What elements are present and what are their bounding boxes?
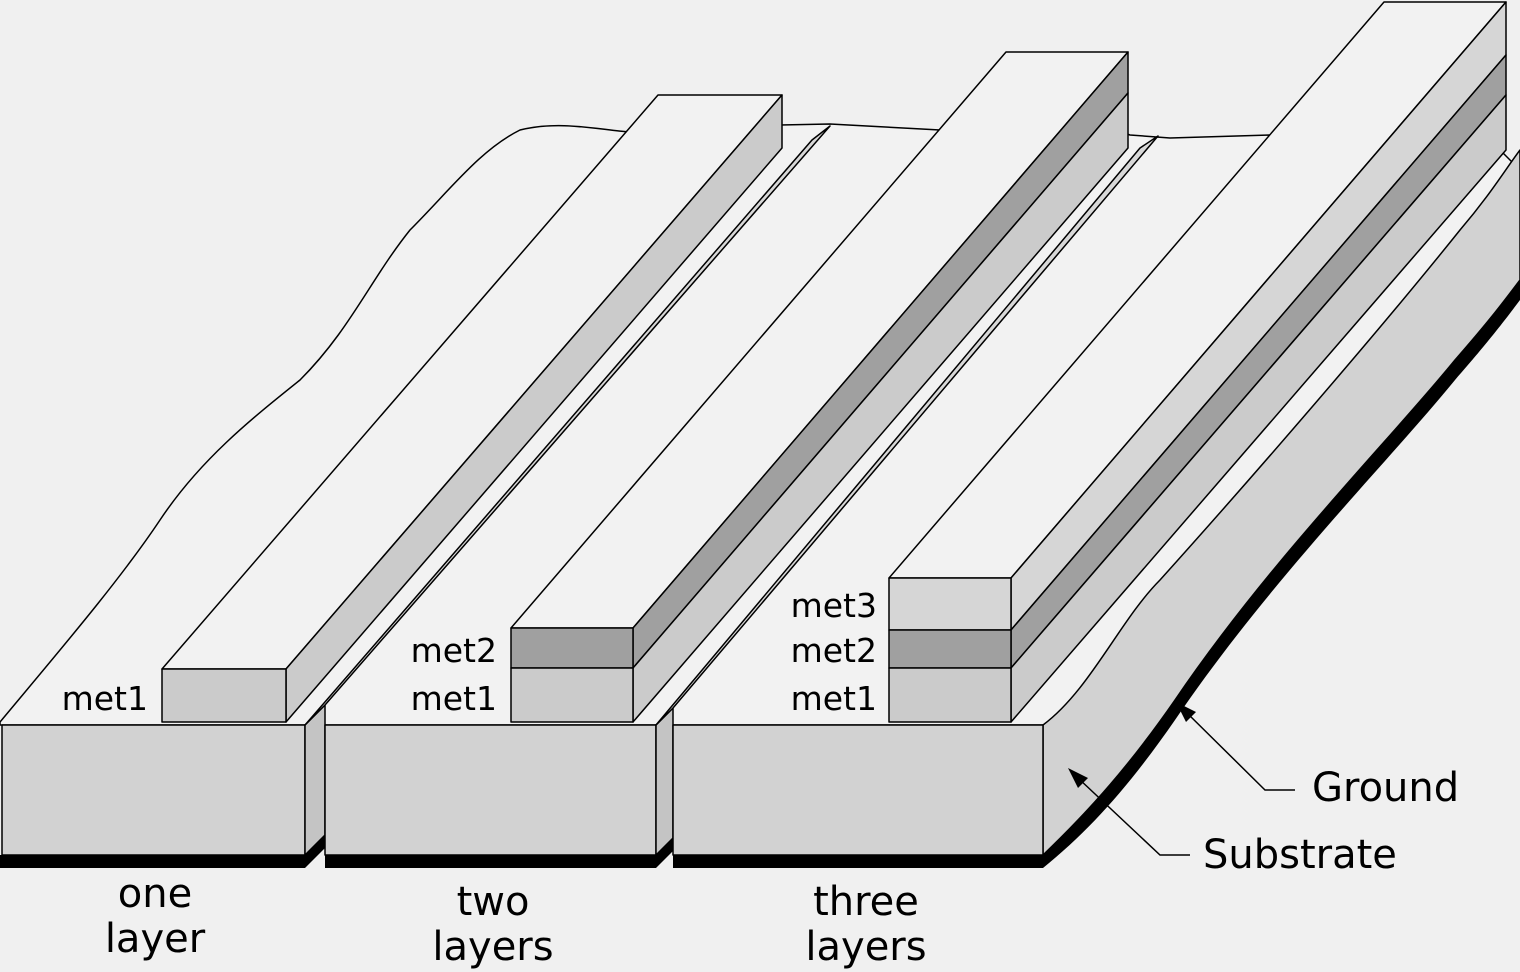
stack-two-layers xyxy=(510,51,1129,723)
ground-arrow-icon xyxy=(1176,702,1196,722)
met1-block-three xyxy=(888,667,1012,723)
label-met2-two: met2 xyxy=(411,631,497,670)
ground-callout xyxy=(1176,702,1295,791)
met2-block-two xyxy=(510,627,634,669)
label-met3-three: met3 xyxy=(791,586,877,625)
caption-two-line1: two xyxy=(457,879,530,925)
met2-block-three xyxy=(888,629,1012,669)
caption-one-line2: layer xyxy=(105,916,206,962)
caption-three-line1: three xyxy=(813,879,919,925)
met1-block-two xyxy=(510,667,634,723)
substrate xyxy=(0,89,1520,856)
label-met2-three: met2 xyxy=(791,631,877,670)
ground-layer xyxy=(0,280,1520,868)
substrate-callout xyxy=(1068,768,1190,856)
label-met1-one: met1 xyxy=(62,679,148,718)
label-met1-two: met1 xyxy=(411,679,497,718)
caption-three-line2: layers xyxy=(805,924,926,970)
met3-block-three xyxy=(888,577,1012,631)
stack-one-layer xyxy=(161,94,783,723)
label-substrate: Substrate xyxy=(1203,832,1397,878)
label-met1-three: met1 xyxy=(791,679,877,718)
caption-two-line2: layers xyxy=(432,924,553,970)
substrate-arrow-icon xyxy=(1068,768,1088,788)
met1-block-one xyxy=(161,668,287,723)
label-ground: Ground xyxy=(1312,765,1459,811)
caption-one-line1: one xyxy=(118,871,192,917)
stack-three-layers xyxy=(888,1,1507,723)
